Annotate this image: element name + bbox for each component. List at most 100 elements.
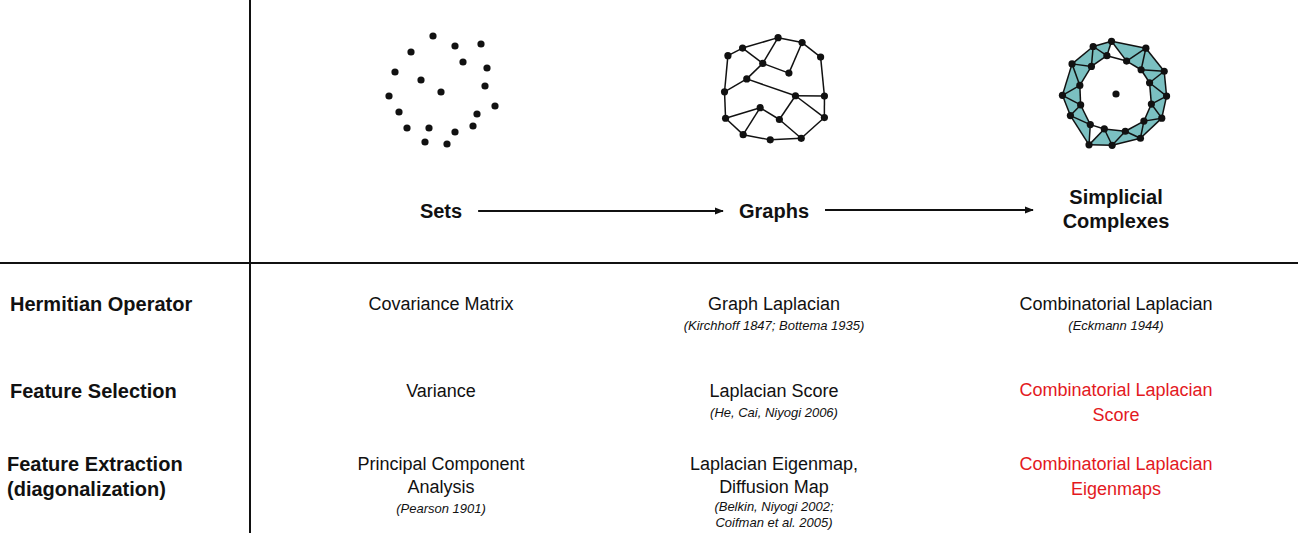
set-point — [469, 122, 476, 129]
citation: (He, Cai, Niyogi 2006) — [710, 405, 838, 421]
simplex-edge — [1112, 41, 1127, 61]
set-point — [491, 102, 498, 109]
graph-edge — [770, 138, 801, 140]
set-point — [407, 48, 414, 55]
column-header: Graphs — [735, 197, 813, 225]
simplex-vertex — [1087, 121, 1094, 128]
graph-edge — [725, 56, 728, 92]
graph-vertex — [798, 39, 805, 46]
graph-vertex — [739, 44, 746, 51]
citation: (Pearson 1901) — [396, 501, 486, 517]
citation: (Eckmann 1944) — [1068, 318, 1163, 334]
row-header: Feature Selection — [10, 379, 177, 404]
table-cell: Laplacian Score — [709, 380, 838, 403]
simplex-vertex — [1108, 38, 1115, 45]
graph-vertex — [759, 60, 766, 67]
graph-edge — [725, 79, 747, 92]
graph-edge — [726, 108, 761, 119]
proposed-method: Combinatorial Laplacian Eigenmaps — [1000, 452, 1232, 502]
graph-illustration — [721, 34, 828, 143]
citation: (Kirchhoff 1847; Bottema 1935) — [684, 318, 865, 334]
set-point — [385, 92, 392, 99]
header-text: Sets — [420, 199, 462, 223]
table-cell: Combinatorial Laplacian — [1019, 293, 1212, 316]
arrow-connector — [478, 210, 723, 212]
graph-vertex — [792, 92, 799, 99]
simplicial-illustration — [1059, 38, 1170, 149]
set-point — [443, 140, 450, 147]
simplex-edge — [1072, 46, 1093, 63]
simplex-vertex — [1140, 118, 1147, 125]
citation: (Belkin, Niyogi 2002; Coifman et al. 200… — [692, 499, 857, 530]
header-text: Graphs — [739, 199, 809, 223]
table-cell: Principal Component Analysis — [339, 453, 544, 499]
graph-edge — [725, 92, 726, 118]
simplex-face — [1141, 48, 1164, 71]
simplex-vertex — [1088, 63, 1095, 70]
simplex-vertex — [1101, 125, 1108, 132]
table-cell: Variance — [406, 380, 476, 403]
table-cell: Laplacian Eigenmap, Diffusion Map — [677, 453, 872, 499]
column-divider — [249, 0, 251, 533]
graph-vertex — [821, 114, 828, 121]
simplex-vertex — [1109, 142, 1116, 149]
table-cell: Covariance Matrix — [368, 293, 513, 316]
simplex-face — [1089, 129, 1112, 145]
set-point — [429, 32, 436, 39]
set-point — [417, 76, 424, 83]
graph-edge — [763, 63, 789, 73]
simplex-vertex — [1122, 128, 1129, 135]
set-point — [483, 64, 490, 71]
simplex-edge — [1146, 48, 1164, 71]
set-point — [451, 42, 458, 49]
graph-vertex — [817, 53, 824, 60]
graph-vertex — [798, 135, 805, 142]
graph-vertex — [743, 75, 750, 82]
simplex-vertex — [1142, 45, 1149, 52]
graph-edge — [743, 135, 770, 140]
set-point — [421, 138, 428, 145]
arrow-connector — [825, 209, 1033, 211]
column-header: Sets — [416, 197, 466, 225]
graph-vertex — [785, 69, 792, 76]
graph-vertex — [722, 115, 729, 122]
simplex-vertex — [1158, 115, 1165, 122]
graph-vertex — [774, 34, 781, 41]
simplex-vertex — [1123, 57, 1130, 64]
set-point — [481, 82, 488, 89]
row-divider — [0, 262, 1298, 264]
simplex-edge — [1140, 118, 1161, 138]
graph-vertex — [757, 104, 764, 111]
graph-edge — [743, 48, 763, 63]
row-header: Hermitian Operator — [10, 292, 192, 317]
graph-vertex — [721, 88, 728, 95]
simplex-vertex — [1077, 101, 1084, 108]
graph-edge — [801, 118, 824, 139]
simplex-vertex — [1163, 92, 1170, 99]
graph-edge — [779, 96, 795, 120]
graph-vertex — [740, 131, 747, 138]
graph-edge — [795, 95, 824, 97]
set-point — [391, 68, 398, 75]
simplex-vertex — [1161, 68, 1168, 75]
set-point — [403, 124, 410, 131]
simplex-vertex — [1090, 43, 1097, 50]
simplex-face — [1140, 118, 1161, 138]
set-point — [477, 40, 484, 47]
set-point — [437, 88, 444, 95]
graph-edge — [821, 57, 825, 96]
graph-vertex — [776, 116, 783, 123]
simplex-vertex — [1068, 60, 1075, 67]
simplex-vertex — [1059, 92, 1066, 99]
table-cell: Graph Laplacian — [708, 293, 840, 316]
simplex-vertex — [1112, 90, 1119, 97]
set-point — [425, 124, 432, 131]
graph-edge — [726, 118, 744, 134]
row-header: Feature Extraction (diagonalization) — [7, 452, 229, 502]
simplex-vertex — [1148, 100, 1155, 107]
proposed-method: Combinatorial Laplacian Score — [1000, 378, 1232, 428]
graph-edge — [747, 79, 796, 96]
graph-vertex — [724, 52, 731, 59]
graph-edge — [778, 38, 802, 43]
